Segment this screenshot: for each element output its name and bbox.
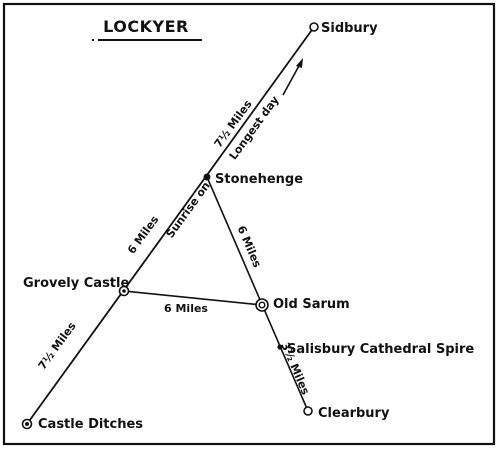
- sunrise-direction-line: [282, 63, 301, 96]
- label-grovely-castle: Grovely Castle: [23, 276, 129, 291]
- label-old-sarum: Old Sarum: [273, 297, 350, 312]
- salisbury-spire-marker: [277, 344, 283, 350]
- label-salisbury-spire: Salisbury Cathedral Spire: [287, 342, 474, 357]
- clearbury-marker: [303, 406, 313, 416]
- diagram-title: LOCKYER: [103, 17, 189, 36]
- distance-castle-ditches-grovely: 7½ Miles: [36, 319, 79, 372]
- stonehenge-clearbury-line: [206, 176, 309, 412]
- grovely-old-sarum-line: [123, 290, 263, 306]
- distance-grovely-stonehenge: 6 Miles: [125, 213, 162, 257]
- old-sarum-marker: [255, 298, 269, 312]
- grovely-castle-marker-dot: [122, 289, 126, 293]
- label-castle-ditches: Castle Ditches: [38, 417, 143, 432]
- sidbury-marker: [309, 22, 319, 32]
- label-sidbury: Sidbury: [321, 21, 378, 36]
- label-stonehenge: Stonehenge: [215, 172, 303, 187]
- stonehenge-marker: [203, 173, 211, 181]
- distance-stonehenge-old-sarum: 6 Miles: [235, 224, 264, 270]
- main-alignment-line: [26, 26, 315, 425]
- diagram-border: [2, 2, 496, 446]
- annotation-sunrise: Sunrise on: [164, 179, 213, 240]
- castle-ditches-marker-dot: [25, 422, 29, 426]
- sunrise-arrow-icon: [296, 58, 303, 68]
- distance-grovely-old-sarum: 6 Miles: [164, 302, 208, 315]
- label-clearbury: Clearbury: [318, 406, 390, 421]
- old-sarum-marker-inner: [258, 301, 266, 309]
